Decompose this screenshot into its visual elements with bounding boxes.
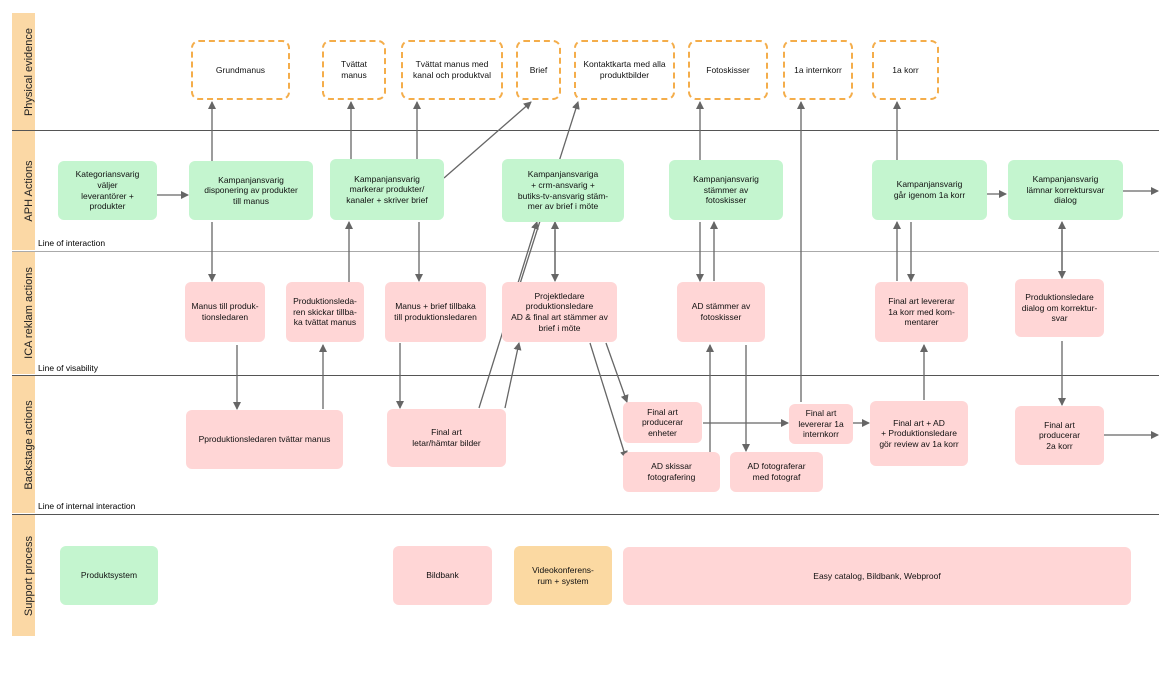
ica-manus-till-produktionsledaren: Manus till produk- tionsledaren (185, 282, 265, 342)
evidence-1a-korr: 1a korr (872, 40, 939, 100)
evidence-tvattat-manus: Tvättat manus (322, 40, 386, 100)
evidence-grundmanus: Grundmanus (191, 40, 290, 100)
evidence-tvattat-manus-kanal: Tvättat manus med kanal och produktval (401, 40, 503, 100)
evidence-fotoskisser: Fotoskisser (688, 40, 768, 100)
ica-final-art-levererar-korr: Final art levererar 1a korr med kom- men… (875, 282, 968, 342)
divider-visibility (12, 375, 1159, 376)
ica-manus-brief-tillbaka: Manus + brief tillbaka till produktionsl… (385, 282, 486, 342)
arrow-ica4-bs3 (605, 342, 629, 403)
support-bildbank: Bildbank (393, 546, 492, 605)
ica-produktionsledare-dialog: Produktionsledare dialog om korrektur- s… (1015, 279, 1104, 337)
evidence-kontaktkarta: Kontaktkarta med alla produktbilder (574, 40, 675, 100)
aph-markerar-produkter: Kampanjansvarig markerar produkter/ kana… (330, 159, 444, 220)
bs-letar-bilder: Final art letar/hämtar bilder (387, 409, 506, 467)
support-easy-catalog: Easy catalog, Bildbank, Webproof (623, 547, 1131, 605)
bs-producerar-enheter: Final art producerar enheter (623, 402, 702, 443)
ica-skickar-tillbaka-manus: Produktionsleda- ren skickar tillba- ka … (286, 282, 364, 342)
lane-aph-actions: APH Actions (12, 131, 35, 250)
lane-backstage-actions: Backstage actions (12, 376, 35, 513)
aph-gar-igenom-korr: Kampanjansvarig går igenom 1a korr (872, 160, 987, 220)
lane-support-process: Support process (12, 515, 35, 636)
bs-levererar-internkorr: Final art levererar 1a internkorr (789, 404, 853, 444)
support-videokonferens: Videokonferens- rum + system (514, 546, 612, 605)
line-of-visibility-label: Line of visability (38, 363, 99, 373)
bs-review-1a-korr: Final art + AD + Produktionsledare gör r… (870, 401, 968, 466)
aph-stammer-fotoskisser: Kampanjansvarig stämmer av fotoskisser (669, 160, 783, 220)
line-of-interaction-label: Line of interaction (38, 238, 106, 248)
evidence-brief: Brief (516, 40, 561, 100)
divider-physical-aph (12, 130, 1159, 131)
aph-kategoriansvarig: Kategoriansvarig väljer leverantörer + p… (58, 161, 157, 220)
ica-projektledare-mote: Projektledare produktionsledare AD & fin… (502, 282, 617, 342)
aph-lamnar-korrektursvar: Kampanjansvarig lämnar korrektursvar dia… (1008, 160, 1123, 220)
evidence-1a-internkorr: 1a internkorr (783, 40, 853, 100)
arrow-aph3-brief (443, 101, 532, 179)
lane-physical-evidence: Physical evidence (12, 13, 35, 130)
divider-interaction (12, 251, 1159, 252)
bs-tvattar-manus: Pproduktionsledaren tvättar manus (186, 410, 343, 469)
line-of-internal-interaction-label: Line of internal interaction (38, 501, 136, 511)
bs-producerar-2a-korr: Final art producerar 2a korr (1015, 406, 1104, 465)
ica-ad-stammer-fotoskisser: AD stämmer av fotoskisser (677, 282, 765, 342)
aph-stammer-av-brief: Kampanjansvariga + crm-ansvarig + butiks… (502, 159, 624, 222)
divider-internal (12, 514, 1159, 515)
lane-ica-actions: ICA reklam actions (12, 252, 35, 374)
bs-ad-skissar: AD skissar fotografering (623, 452, 720, 492)
aph-disponering: Kampanjansvarig disponering av produkter… (189, 161, 313, 220)
support-produktsystem: Produktsystem (60, 546, 158, 605)
flow-arrows (157, 101, 1159, 490)
arrow-bs2-ica4 (504, 342, 522, 409)
bs-ad-fotograferar: AD fotograferar med fotograf (730, 452, 823, 492)
arrow-ica4-bs4 (589, 342, 628, 459)
